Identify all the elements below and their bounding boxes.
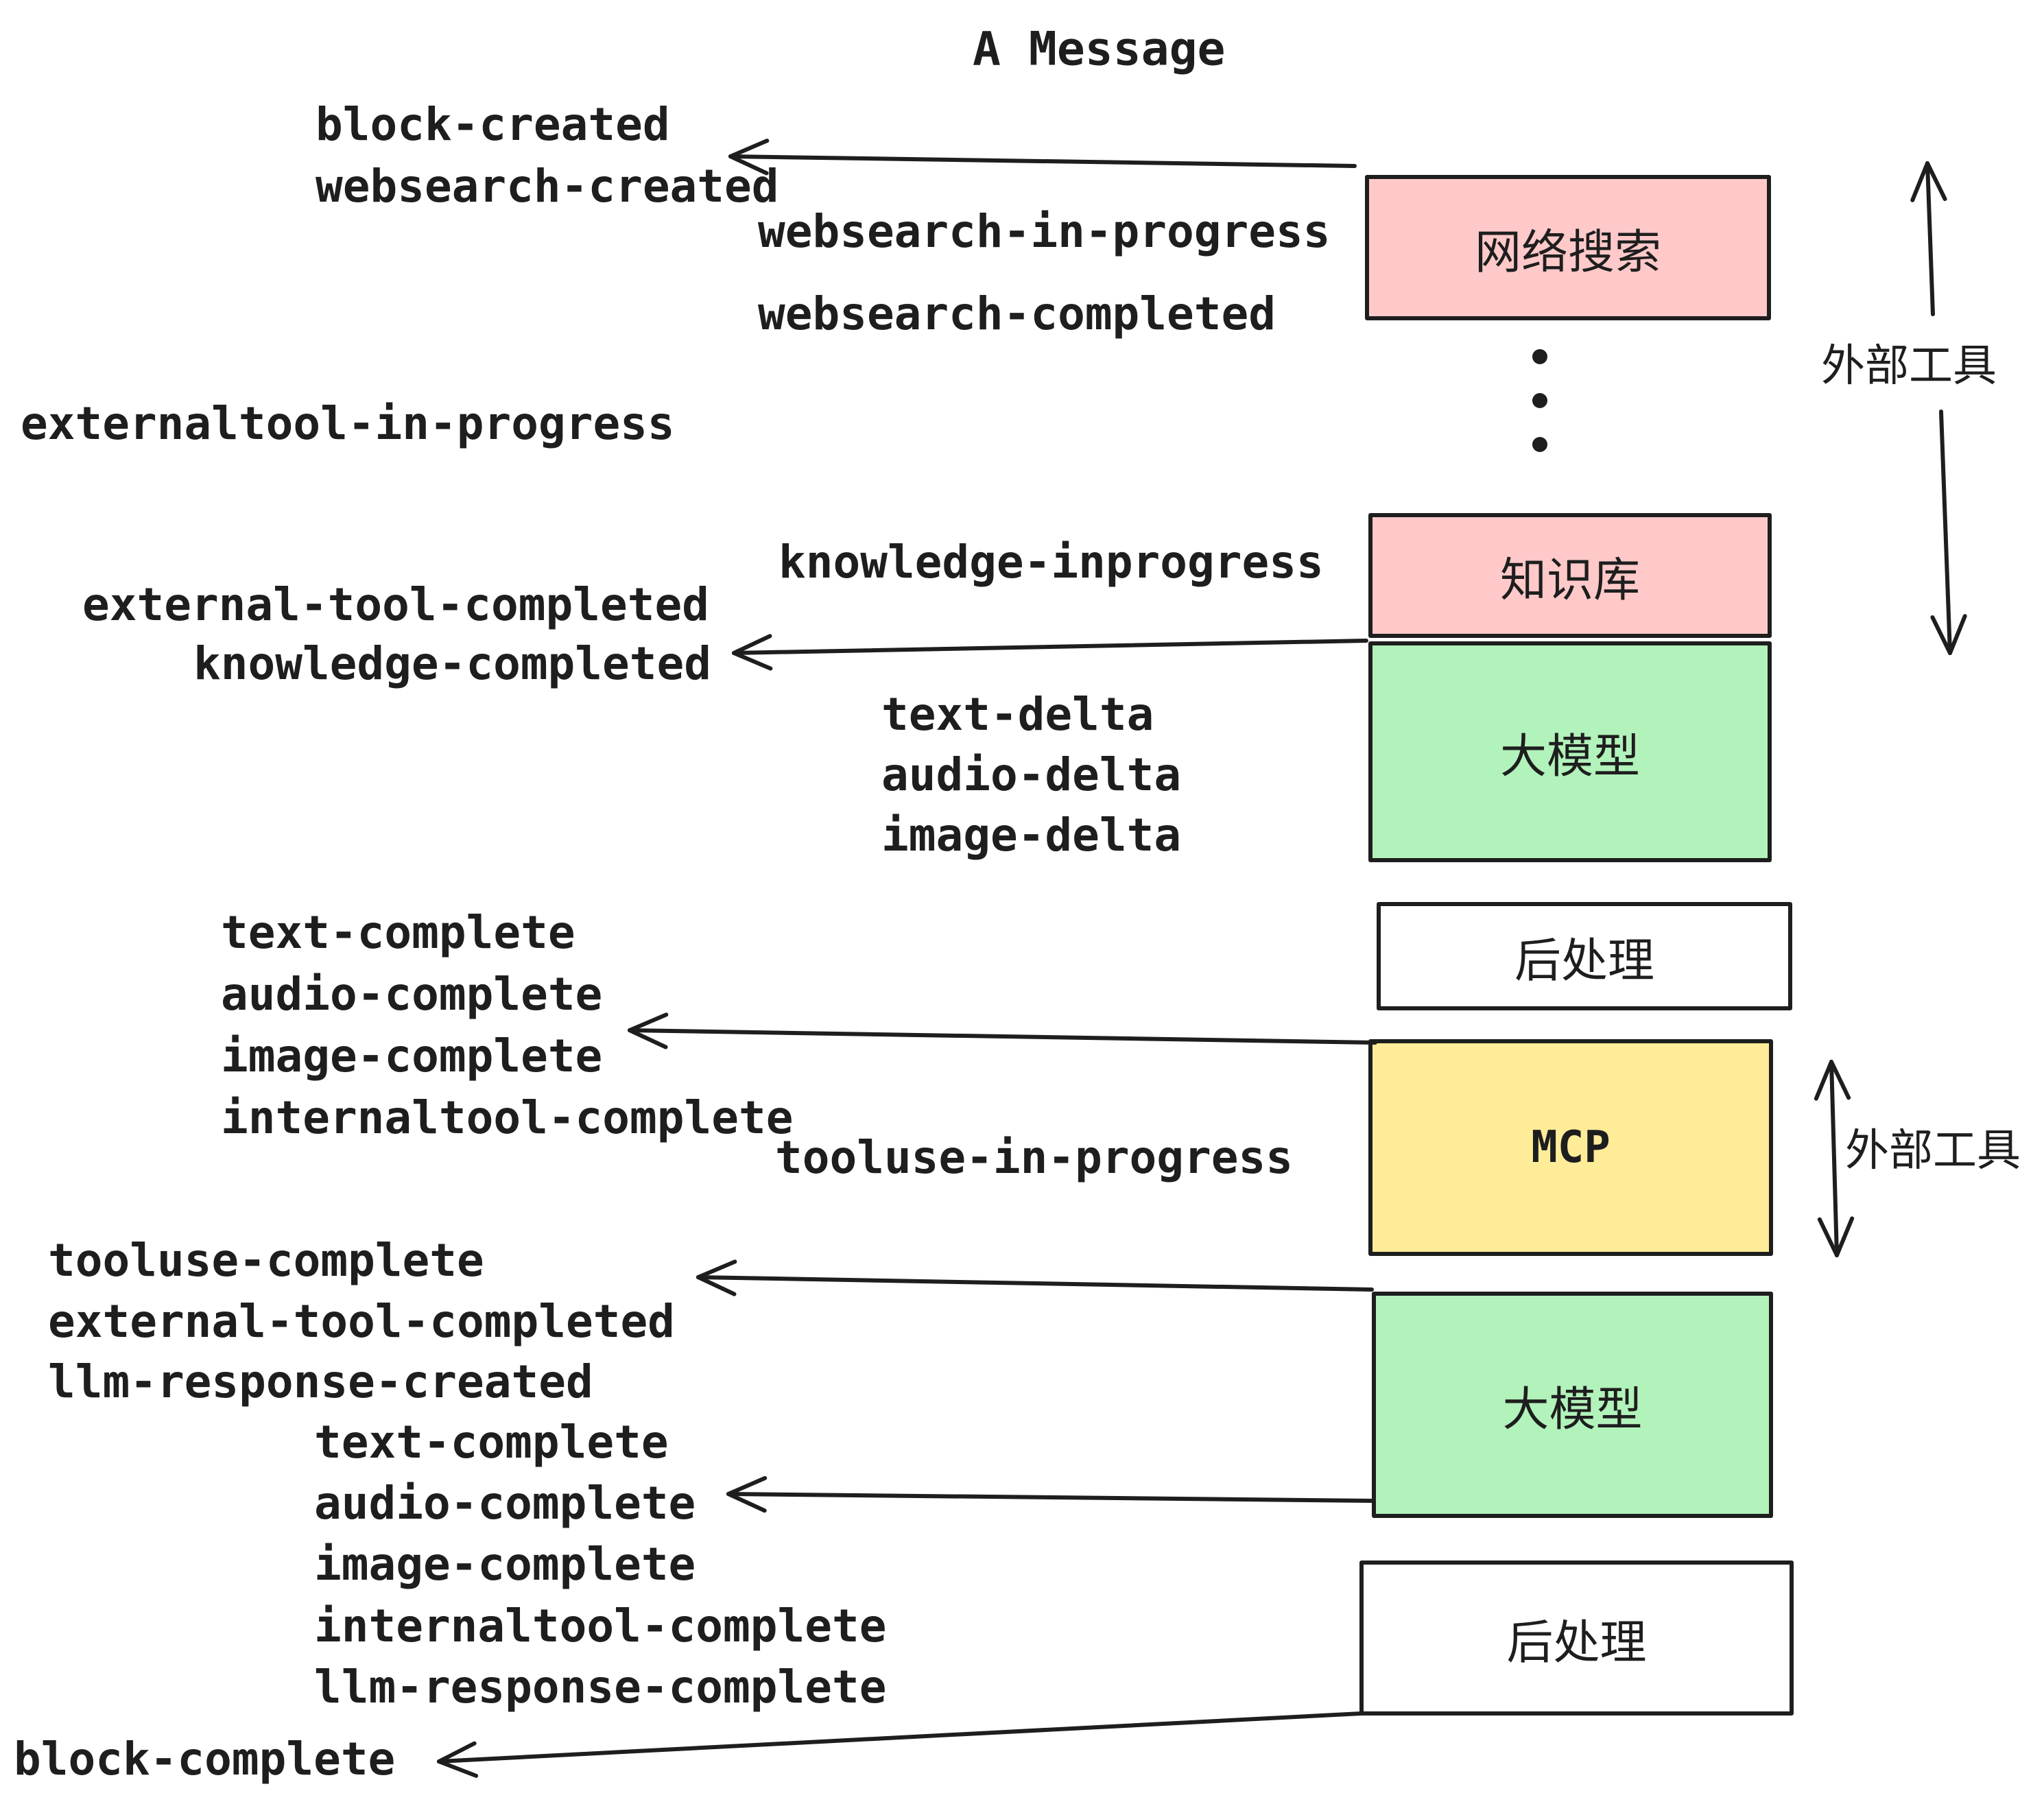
external-tools-arrow-up-arrow [1925,161,1935,316]
to-block-created-arrow [728,154,1357,168]
mcp-box-label: MCP [1531,1122,1611,1173]
event-block-complete: block-complete [14,1733,396,1785]
mcp-box: MCP [1368,1039,1773,1256]
external-tools-label-mcp: 外部工具 [1845,1126,2021,1175]
external-tools-label-top: 外部工具 [1821,341,1997,390]
to-external-tool-completed-arrowhead [696,1275,737,1296]
page-title: A Message [973,22,1226,77]
to-knowledge-completed-arrowhead [732,634,772,655]
external-tools-arrow-up-arrowhead [1910,161,1929,202]
llm-box-1: 大模型 [1368,641,1772,862]
external-tools-arrow-down-arrow [1939,410,1952,655]
to-block-complete-arrowhead [437,1741,477,1764]
websearch-box-label: 网络搜索 [1474,226,1661,278]
postprocess-box-2-label: 后处理 [1506,1616,1647,1669]
to-image-complete-arrowhead [628,1012,669,1032]
postprocess-box-2: 后处理 [1359,1560,1794,1716]
event-tooluse-complete: tooluse-complete [48,1234,484,1287]
event-knowledge-inprogress: knowledge-inprogress [779,536,1324,589]
postprocess-box-1-label: 后处理 [1514,934,1654,987]
to-audio-complete-arrowhead [726,1475,768,1496]
mcp-external-tools-arrow-arrowhead [1814,1060,1833,1101]
event-websearch-in-progress: websearch-in-progress [758,205,1331,258]
event-external-tool-completed-2: external-tool-completed [48,1295,675,1348]
event-externaltool-in-progress: externaltool-in-progress [21,397,675,450]
to-audio-complete-arrow [726,1492,1376,1503]
event-tooluse-in-progress: tooluse-in-progress [775,1131,1293,1184]
event-audio-complete-1: audio-complete [221,968,603,1021]
to-image-complete-arrow [628,1028,1377,1045]
to-knowledge-completed-arrow [732,639,1368,655]
external-tools-arrow-down-arrowhead [1948,614,1967,655]
to-external-tool-completed-arrowhead [696,1259,737,1279]
to-block-complete-arrow [437,1711,1364,1764]
event-llm-response-created: llm-response-created [48,1355,593,1408]
ellipsis-dot-1 [1532,349,1547,364]
event-external-tool-completed-1: external-tool-completed [82,578,709,631]
to-block-complete-arrowhead [437,1759,479,1778]
to-block-created-arrowhead [728,139,770,158]
event-image-delta-1: image-delta [881,809,1182,862]
to-image-complete-arrowhead [628,1028,668,1049]
mcp-external-tools-arrow-arrow [1829,1060,1839,1257]
event-text-complete-1: text-complete [221,906,575,959]
event-websearch-created: websearch-created [316,160,779,213]
to-audio-complete-arrowhead [726,1492,767,1513]
external-tools-arrow-up-arrowhead [1925,161,1947,202]
knowledge-box-label: 知识库 [1499,554,1640,606]
llm-box-1-label: 大模型 [1499,730,1640,783]
to-external-tool-completed-arrow [696,1275,1374,1292]
event-llm-response-complete: llm-response-complete [314,1661,887,1713]
event-audio-delta-1: audio-delta [881,748,1182,801]
event-image-complete-1: image-complete [221,1030,603,1082]
postprocess-box-1: 后处理 [1377,902,1792,1010]
event-internaltool-complete-1: internaltool-complete [221,1091,794,1144]
event-image-complete-2: image-complete [314,1538,696,1591]
llm-box-2-label: 大模型 [1502,1383,1643,1436]
event-websearch-completed: websearch-completed [758,287,1276,340]
event-internaltool-complete-2: internaltool-complete [314,1600,887,1652]
external-tools-arrow-down-arrowhead [1930,615,1952,655]
websearch-box: 网络搜索 [1365,175,1771,320]
event-text-complete-2: text-complete [314,1416,669,1469]
event-text-delta-1: text-delta [881,688,1154,741]
llm-box-2: 大模型 [1372,1292,1773,1518]
ellipsis-dot-3 [1532,437,1547,452]
mcp-external-tools-arrow-arrowhead [1817,1217,1839,1257]
mcp-external-tools-arrow-arrowhead [1835,1216,1855,1257]
knowledge-box: 知识库 [1368,513,1772,638]
to-knowledge-completed-arrowhead [732,651,773,671]
mcp-external-tools-arrow-arrowhead [1829,1060,1851,1100]
event-knowledge-completed: knowledge-completed [193,637,711,690]
event-audio-complete-2: audio-complete [314,1477,696,1530]
event-block-created: block-created [316,98,670,151]
ellipsis-dot-2 [1532,393,1547,408]
